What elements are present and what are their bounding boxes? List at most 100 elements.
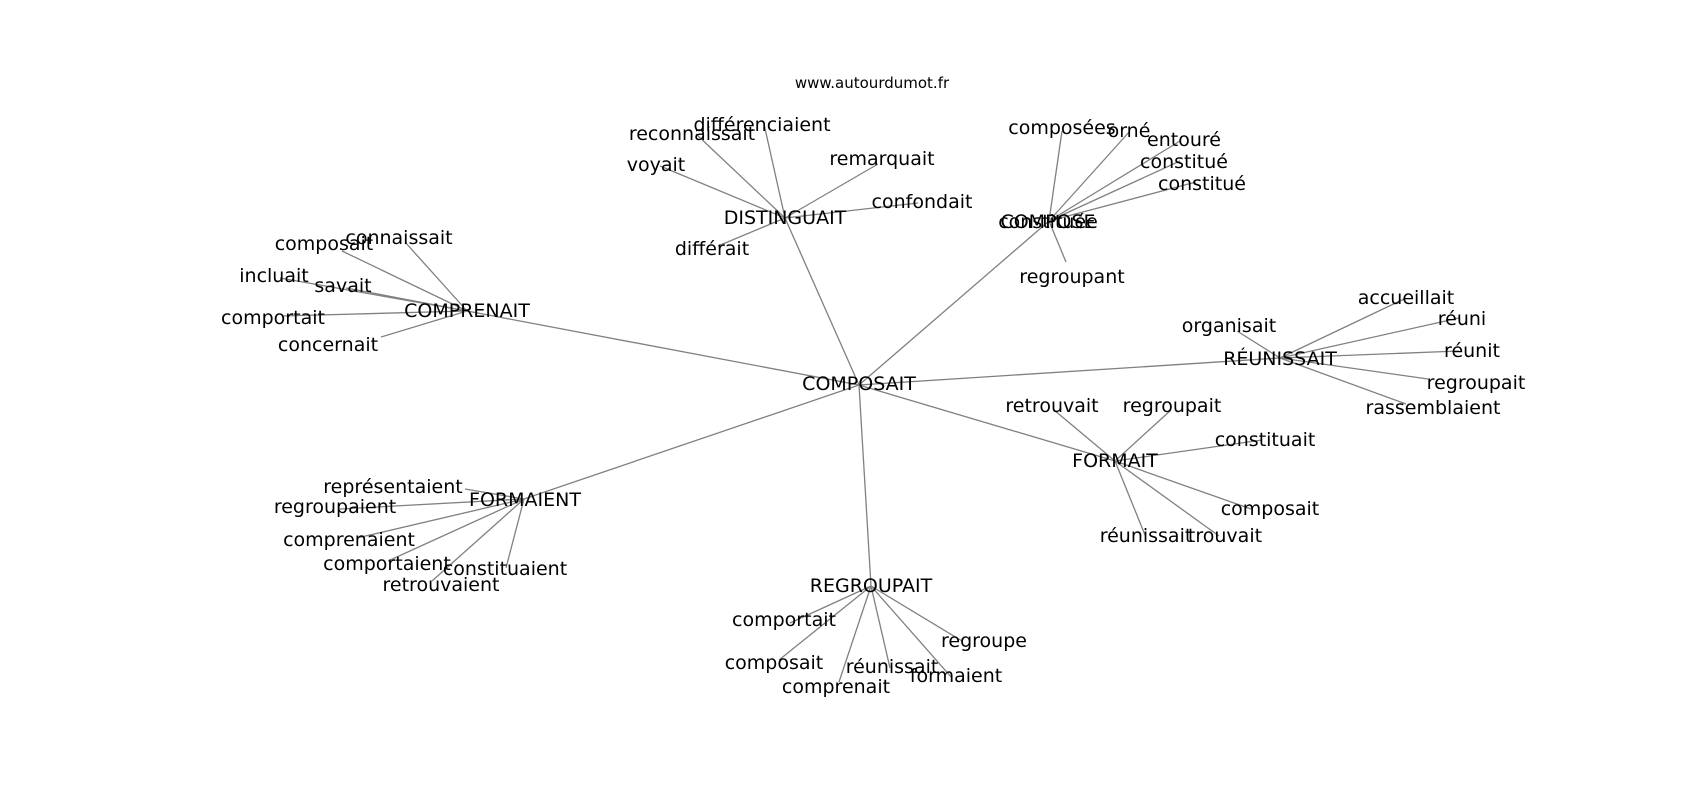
hub-leaf-edge <box>1048 140 1181 222</box>
leaf-node-label: rassemblaient <box>1366 397 1501 419</box>
leaf-node-label: comportait <box>221 307 325 329</box>
center-hub-edge <box>784 217 860 386</box>
leaf-node-label: regroupaient <box>274 496 396 518</box>
leaf-node-label: comprenaient <box>283 529 415 551</box>
center-hub-edge <box>466 310 860 386</box>
hub-leaf-edge <box>387 498 525 562</box>
hub-leaf-edge <box>505 498 525 569</box>
hub-node-label: REGROUPAIT <box>810 575 933 597</box>
hub-leaf-edge <box>464 488 525 500</box>
graph-edges <box>279 123 1460 683</box>
hub-leaf-edge <box>838 585 872 683</box>
hub-leaf-edge <box>431 498 525 582</box>
hub-leaf-edge <box>763 123 786 219</box>
center-node-label: COMPOSAIT <box>802 373 916 395</box>
graph-labels: COMPOSAITCOMPRENAITcomposaitconnaissaiti… <box>221 114 1525 698</box>
leaf-node-label: regroupait <box>1123 395 1222 417</box>
hub-leaf-edge <box>1279 357 1407 405</box>
source-label: www.autourdumot.fr <box>795 74 950 92</box>
leaf-node-label: représentaient <box>323 476 462 498</box>
center-hub-edge <box>858 384 872 587</box>
hub-leaf-edge <box>695 133 786 219</box>
hub-node-label: FORMAIENT <box>469 489 581 511</box>
leaf-node-label: retrouvait <box>1005 395 1098 417</box>
hub-leaf-edge <box>341 250 468 312</box>
leaf-node-label: regroupe <box>941 630 1027 652</box>
leaf-node-label: reconnaissait <box>629 123 755 145</box>
leaf-node-label: orné <box>1108 120 1151 142</box>
hub-leaf-edge <box>789 585 872 624</box>
hub-leaf-edge <box>870 585 953 679</box>
center-hub-edge <box>858 357 1281 386</box>
leaf-node-label: constituée <box>998 211 1098 233</box>
hub-leaf-edge <box>659 165 786 219</box>
leaf-node-label: réunit <box>1444 340 1500 362</box>
leaf-node-label: organisait <box>1182 315 1276 337</box>
leaf-node-label: comprenait <box>782 676 890 698</box>
leaf-node-label: voyait <box>627 154 685 176</box>
leaf-node-label: entouré <box>1147 129 1221 151</box>
hub-leaf-edge <box>1279 357 1429 380</box>
leaf-node-label: réuni <box>1438 308 1486 330</box>
leaf-node-label: composait <box>1221 498 1320 520</box>
leaf-node-label: constitué <box>1140 151 1228 173</box>
hub-leaf-edge <box>1048 160 1181 222</box>
hub-leaf-edge <box>1114 409 1172 462</box>
hub-leaf-edge <box>1236 330 1281 359</box>
hub-leaf-edge <box>380 310 468 338</box>
hub-leaf-edge <box>1053 409 1116 462</box>
leaf-node-label: constituaient <box>443 558 567 580</box>
hub-leaf-edge <box>870 585 891 669</box>
leaf-node-label: regroupant <box>1019 266 1124 288</box>
center-hub-edge <box>858 384 1116 462</box>
center-hub-edge <box>858 220 1050 386</box>
leaf-node-label: retrouvaient <box>383 574 500 596</box>
leaf-node-label: réunissait <box>846 656 939 678</box>
hub-leaf-edge <box>1114 460 1252 510</box>
hub-leaf-edge <box>356 498 525 539</box>
leaf-node-label: concernait <box>278 334 378 356</box>
hub-leaf-edge <box>784 163 879 219</box>
hub-leaf-edge <box>1048 181 1197 222</box>
hub-leaf-edge <box>339 498 525 510</box>
hub-leaf-edge <box>1048 130 1063 222</box>
center-hub-edge <box>523 384 860 500</box>
hub-leaf-edge <box>1114 460 1146 536</box>
hub-leaf-edge <box>784 202 919 219</box>
leaf-node-label: composait <box>275 233 374 255</box>
leaf-node-label: accueillait <box>1358 287 1454 309</box>
hub-node-label: DISTINGUAIT <box>724 207 847 229</box>
leaf-node-label: réunissait <box>1100 525 1193 547</box>
leaf-node-label: différenciaient <box>693 114 830 136</box>
hub-leaf-edge <box>1279 298 1405 359</box>
hub-node-label: RÉUNISSAIT <box>1223 347 1337 370</box>
hub-leaf-edge <box>1279 350 1460 359</box>
leaf-node-label: composées <box>1008 117 1115 139</box>
hub-leaf-edge <box>281 310 468 317</box>
hub-leaf-edge <box>1279 317 1460 359</box>
leaf-node-label: connaissait <box>345 227 452 249</box>
leaf-node-label: incluait <box>239 265 308 287</box>
leaf-node-label: formaient <box>910 665 1002 687</box>
leaf-node-label: savait <box>314 275 371 297</box>
leaf-node-label: composait <box>725 652 824 674</box>
leaf-node-label: constitué <box>1158 173 1246 195</box>
leaf-node-label: remarquait <box>829 148 934 170</box>
leaf-node-label: constituait <box>1215 429 1316 451</box>
hub-leaf-edge <box>1114 460 1220 537</box>
hub-leaf-edge <box>1114 439 1263 462</box>
leaf-node-label: comportaient <box>323 553 451 575</box>
hub-node-label: FORMAIT <box>1072 450 1158 472</box>
hub-leaf-edge <box>1048 130 1131 222</box>
hub-leaf-edge <box>404 241 468 312</box>
hub-leaf-edge <box>778 585 872 661</box>
hub-leaf-edge <box>1048 220 1067 263</box>
leaf-node-label: différait <box>675 238 749 260</box>
hub-leaf-edge <box>345 287 468 312</box>
hub-leaf-edge <box>870 585 963 642</box>
leaf-node-label: confondait <box>872 191 973 213</box>
hub-node-label: COMPOSE <box>1000 211 1095 233</box>
leaf-node-label: comportait <box>732 609 836 631</box>
leaf-node-label: trouvait <box>1188 525 1262 547</box>
